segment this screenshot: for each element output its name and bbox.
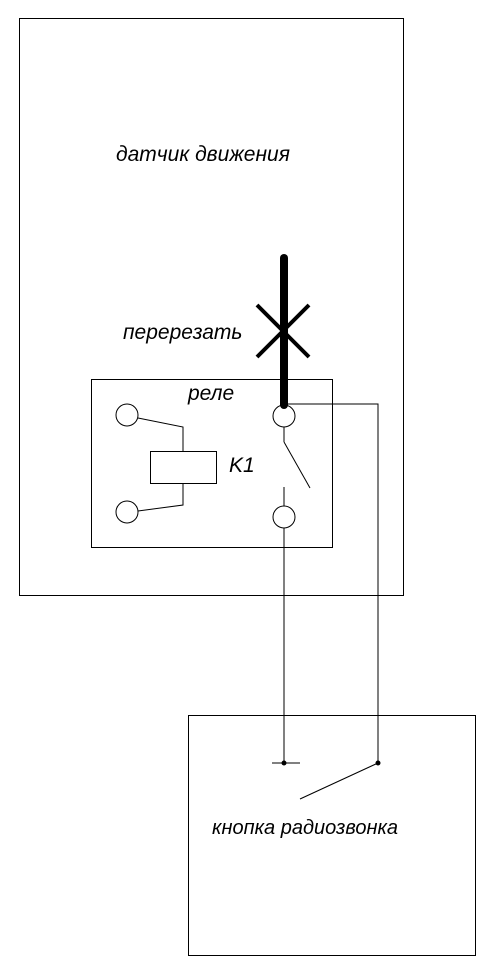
motion-sensor-box — [19, 18, 404, 596]
relay-coil — [150, 451, 217, 484]
relay-box — [91, 379, 333, 548]
button-blade — [299, 762, 379, 800]
coil-wire-top — [137, 417, 184, 451]
doorbell-button-label: кнопка радиозвонка — [212, 817, 399, 839]
coil-label: K1 — [229, 454, 255, 477]
cut-label: перерезать — [123, 321, 243, 344]
doorbell-button-box — [188, 715, 476, 956]
coil-terminal-top — [115, 403, 139, 427]
cut-mark-line-2 — [255, 303, 311, 359]
coil-terminal-bottom — [115, 500, 139, 524]
coil-wire-bottom — [137, 483, 184, 512]
relay-label: реле — [188, 382, 235, 405]
wire-common-to-button — [284, 403, 379, 762]
motion-sensor-label: датчик движения — [116, 143, 290, 166]
contact-terminal-no — [272, 505, 296, 529]
button-left-dot — [281, 760, 287, 766]
relay-switch-blade — [283, 441, 311, 489]
